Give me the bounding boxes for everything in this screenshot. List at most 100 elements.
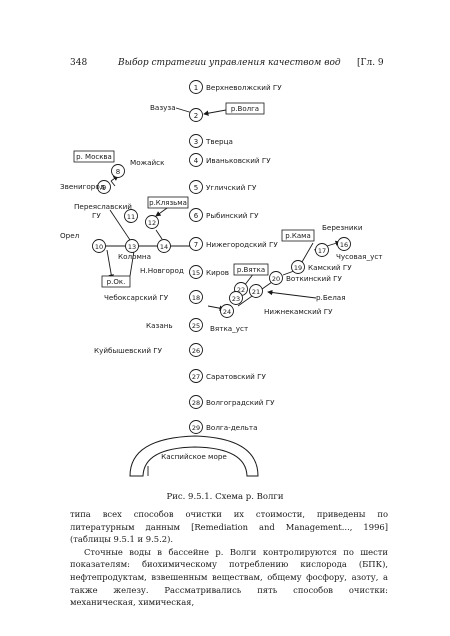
label-volga-delta: Волга-дельта: [206, 423, 258, 432]
node-19: 19: [291, 260, 305, 274]
node-10: 10: [92, 239, 106, 253]
node-6: 6: [189, 208, 203, 222]
svg-text:16: 16: [340, 241, 348, 249]
svg-text:13: 13: [128, 243, 136, 251]
node-21: 21: [249, 284, 263, 298]
svg-text:2: 2: [194, 112, 198, 120]
box-kama: р.Кама: [281, 229, 315, 242]
node-4: 4: [189, 153, 203, 167]
node-5: 5: [189, 180, 203, 194]
svg-text:9: 9: [102, 184, 106, 192]
label-cheboksarsky: Чебоксарский ГУ: [104, 293, 169, 302]
volga-river-scheme: 1 2 3 4 5 6 7 8 9 10 11 12 13 14 15 16 1…: [60, 80, 382, 477]
box-moskva: р. Москва: [73, 150, 115, 163]
svg-text:6: 6: [194, 212, 199, 220]
svg-text:р.Кама: р.Кама: [285, 232, 311, 240]
svg-text:25: 25: [192, 322, 200, 330]
node-15: 15: [189, 265, 203, 279]
page-number: 348: [70, 58, 88, 68]
svg-text:р.Клязьма: р.Клязьма: [149, 199, 187, 207]
caspian-sea-shape: [129, 435, 259, 477]
svg-text:20: 20: [272, 275, 280, 283]
box-vyatka: р.Вятка: [233, 263, 269, 276]
svg-text:11: 11: [127, 213, 135, 221]
node-17: 17: [315, 243, 329, 257]
box-klyazma: р.Клязьма: [147, 196, 189, 209]
node-1: 1: [189, 80, 203, 94]
label-ivankovsky: Иваньковский ГУ: [206, 156, 271, 165]
paragraph: Сточные воды в бассейне р. Волги контрол…: [70, 546, 388, 608]
node-2: 2: [189, 108, 203, 122]
svg-text:1: 1: [194, 84, 198, 92]
label-pereslavsky: Переяславский: [74, 202, 132, 211]
label-caspian: Каспийское море: [161, 452, 227, 461]
label-gu: ГУ: [92, 211, 101, 220]
diagram-labels: Верхневолжский ГУ Вазуза Тверца Иваньков…: [60, 83, 382, 461]
svg-text:5: 5: [194, 184, 198, 192]
svg-text:22: 22: [237, 286, 245, 294]
node-24: 24: [220, 304, 234, 318]
label-votkinsky: Воткинский ГУ: [286, 274, 343, 283]
svg-text:17: 17: [318, 247, 326, 255]
svg-text:р.Вятка: р.Вятка: [237, 266, 265, 274]
label-nizhegorodsky: Нижегородский ГУ: [206, 240, 278, 249]
page-header: 348 Выбор стратегии управления качеством…: [0, 58, 450, 72]
label-vyatka-ust: Вятка_уст: [210, 324, 248, 333]
label-orel: Орел: [60, 231, 79, 240]
node-7: 7: [189, 237, 203, 251]
svg-text:7: 7: [194, 241, 198, 249]
node-11: 11: [124, 209, 138, 223]
label-uglichsky: Угличский ГУ: [206, 183, 257, 192]
node-13: 13: [125, 239, 139, 253]
svg-text:р. Москва: р. Москва: [76, 153, 112, 161]
tributary-boxes: р.Волга р. Москва р.Клязьма р.Ок. р.Кама…: [73, 102, 315, 288]
label-nizhnekamsky: Нижнекамский ГУ: [264, 307, 333, 316]
svg-text:15: 15: [192, 269, 200, 277]
node-25: 25: [189, 318, 203, 332]
running-title: Выбор стратегии управления качеством вод: [118, 58, 341, 68]
node-3: 3: [189, 134, 203, 148]
node-12: 12: [145, 215, 159, 229]
svg-text:24: 24: [223, 308, 231, 316]
label-chusovaya: Чусовая_уст: [336, 252, 382, 261]
chapter-marker: [Гл. 9: [357, 58, 384, 68]
node-20: 20: [269, 271, 283, 285]
svg-text:28: 28: [192, 399, 200, 407]
svg-text:8: 8: [116, 168, 120, 176]
node-18: 18: [189, 290, 203, 304]
label-mozhaisk: Можайск: [130, 158, 165, 167]
label-verkhnevolzh: Верхневолжский ГУ: [206, 83, 282, 92]
label-kazan: Казань: [146, 321, 173, 330]
diagram-nodes: 1 2 3 4 5 6 7 8 9 10 11 12 13 14 15 16 1…: [92, 80, 351, 434]
label-kuibyshevsky: Куйбышевский ГУ: [94, 346, 163, 355]
label-kolomna: Коломна: [118, 252, 151, 261]
node-9: 9: [97, 180, 111, 194]
node-14: 14: [157, 239, 171, 253]
node-16: 16: [337, 237, 351, 251]
svg-text:21: 21: [252, 288, 260, 296]
svg-text:12: 12: [148, 219, 156, 227]
node-23: 23: [229, 291, 243, 305]
label-kirov: Киров: [206, 268, 229, 277]
body-text: типа всех способов очистки их стоимости,…: [70, 508, 388, 609]
node-29: 29: [189, 420, 203, 434]
svg-text:27: 27: [192, 373, 200, 381]
node-27: 27: [189, 369, 203, 383]
node-28: 28: [189, 395, 203, 409]
label-zvenigorod: Звенигород: [60, 182, 105, 191]
svg-text:р.Ок.: р.Ок.: [107, 278, 126, 286]
svg-text:23: 23: [232, 295, 240, 303]
box-volga: р.Волга: [225, 102, 265, 115]
label-volgogradsky: Волгоградский ГУ: [206, 398, 275, 407]
node-8: 8: [111, 164, 125, 178]
svg-text:18: 18: [192, 294, 200, 302]
svg-text:р.Волга: р.Волга: [231, 105, 259, 113]
node-26: 26: [189, 343, 203, 357]
box-oka: р.Ок.: [101, 275, 131, 288]
label-kamsky: Камский ГУ: [308, 263, 352, 272]
label-belaya: р.Белая: [316, 293, 346, 302]
label-rybinsky: Рыбинский ГУ: [206, 211, 259, 220]
label-tvertsa: Тверца: [205, 137, 233, 146]
svg-text:3: 3: [194, 138, 198, 146]
svg-text:4: 4: [194, 157, 199, 165]
